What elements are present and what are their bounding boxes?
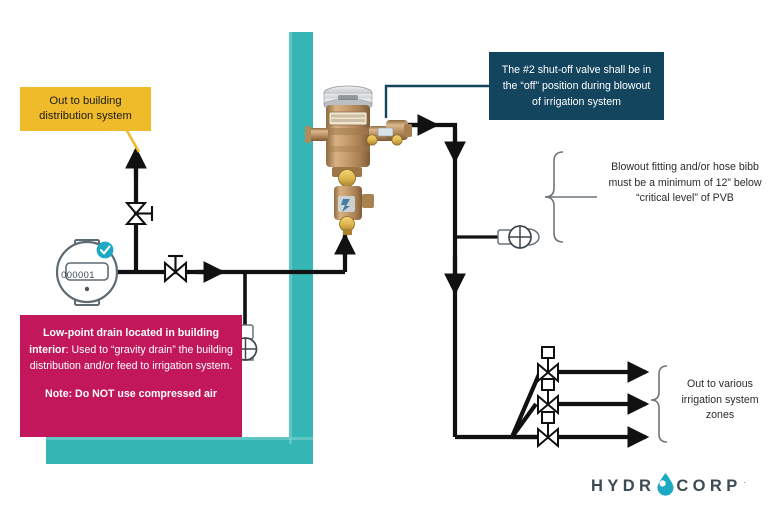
leader-shutoff-callout [384,84,489,118]
zone-valve-3-icon [537,411,559,449]
leader-building-callout [124,128,141,153]
brace-zones [650,365,668,443]
callout-building-distribution-text: Out to building distribution system [39,95,132,122]
logo-text-part2: CORP [676,477,742,495]
logo-registered-mark: . [743,476,746,485]
callout-blowout-fitting: Blowout fitting and/or hose bibb must be… [608,161,762,204]
water-drop-icon [656,472,675,501]
pipe-irrigation-main [395,122,458,437]
pvb-assembly-icon [305,85,412,235]
callout-low-point-drain: Low-point drain located in building inte… [20,315,242,437]
hydrocorp-logo: HYDR CORP . [591,472,746,501]
callout-building-distribution: Out to building distribution system [20,87,151,131]
gate-valve-horizontal-icon [163,254,188,284]
pipe-zone-to-mid [510,402,538,439]
callout-low-point-drain-rest: : Used to “gravity drain” the building d… [29,343,233,373]
hose-bibb-blowout-icon [497,225,540,249]
check-icon [99,245,111,255]
callout-irrigation-zones: Out to various irrigation system zones [681,378,759,421]
zone-valve-1-icon [537,346,559,384]
callout-shutoff-valve-text: The #2 shut-off valve shall be in the “o… [501,64,652,108]
callout-low-point-drain-body: Low-point drain located in building inte… [29,325,233,375]
callout-shutoff-valve: The #2 shut-off valve shall be in the “o… [489,52,664,120]
water-meter-icon [55,239,119,306]
callout-low-point-drain-lead: Low-point drain located in building inte… [29,327,219,356]
pipe-zone1-diagonal [510,371,542,438]
zone-valve-2-icon [537,378,559,416]
gate-valve-vertical-icon [124,201,154,226]
building-wall [46,32,313,464]
callout-low-point-drain-note: Note: Do NOT use compressed air [45,387,217,400]
logo-text-part1: HYDR [591,477,656,495]
water-meter-reading: 000001 [61,268,95,280]
